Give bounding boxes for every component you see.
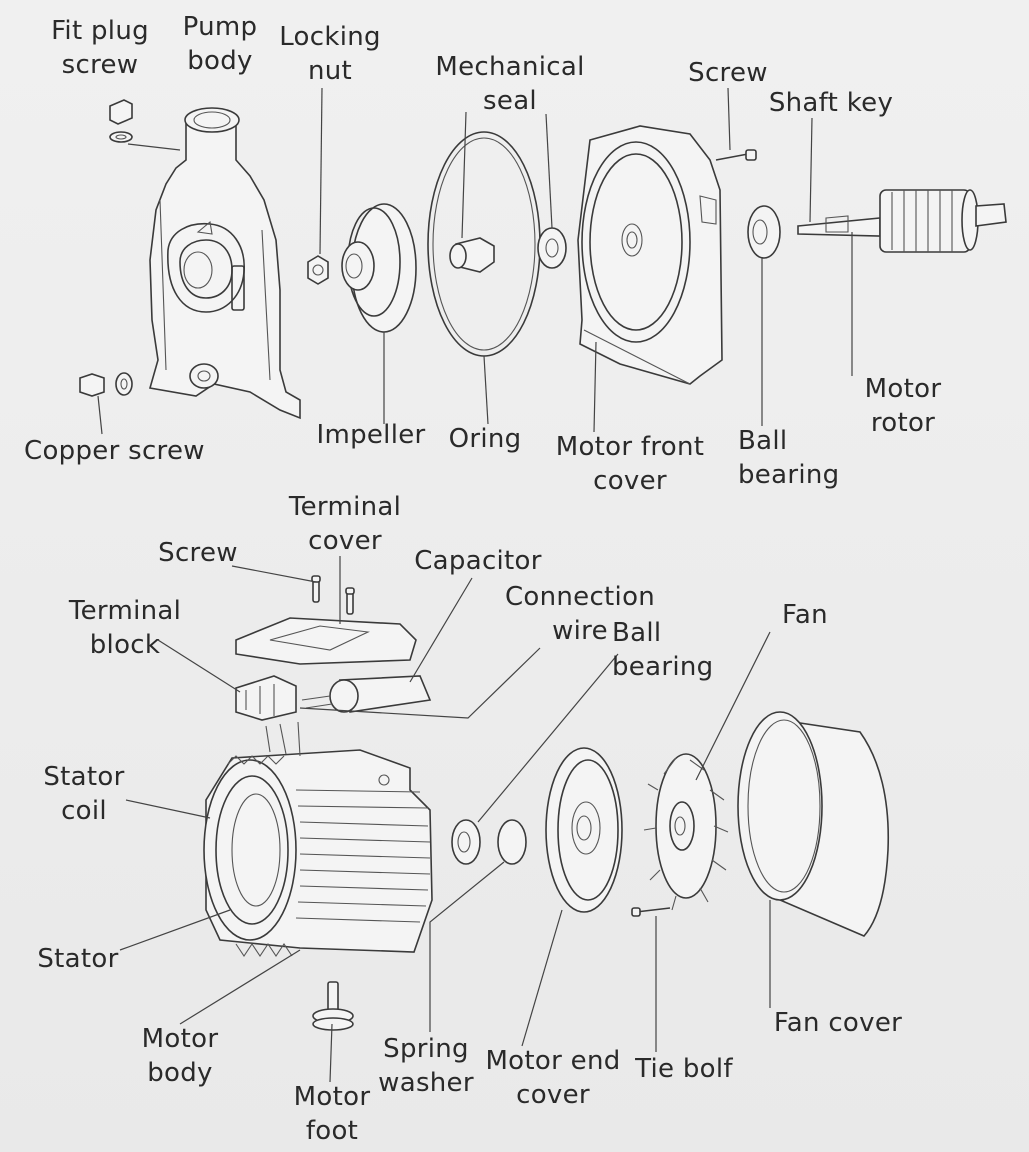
label-shaft-key: Shaft key: [768, 88, 894, 118]
tie-bolt-part: [631, 907, 671, 917]
label-capacitor: Capacitor: [414, 546, 542, 576]
label-fan-cover: Fan cover: [773, 1008, 903, 1038]
label-oring: Oring: [448, 424, 522, 454]
motor-foot-part: [312, 981, 354, 1031]
label-screw-bottom: Screw: [158, 538, 238, 568]
label-tie-bolt: Tie bolf: [635, 1054, 733, 1084]
copper-screw-part: [79, 372, 133, 397]
label-fan: Fan: [782, 600, 828, 630]
terminal-screws-part: [311, 575, 355, 615]
label-screw-top: Screw: [688, 58, 768, 88]
pump-body-part: [148, 107, 301, 420]
spring-washer-part: [497, 819, 527, 865]
impeller-part: [341, 203, 417, 333]
terminal-block-part: [235, 675, 297, 721]
terminal-cover-part: [235, 617, 417, 665]
label-copper-screw: Copper screw: [24, 436, 205, 466]
label-impeller: Impeller: [316, 420, 426, 450]
fit-plug-screw-part: [109, 99, 133, 143]
fan-cover-part: [737, 711, 890, 937]
motor-front-cover-part: [577, 125, 723, 385]
ball-bearing-bottom-part: [451, 819, 481, 865]
capacitor-part: [301, 675, 432, 713]
motor-rotor-part: [797, 189, 1007, 253]
mechanical-seal-part: [449, 227, 567, 273]
ball-bearing-top-part: [747, 205, 781, 259]
fan-part: [643, 753, 729, 911]
motor-end-cover-part: [545, 747, 623, 913]
locking-nut-part: [307, 255, 329, 285]
motor-body-part: [203, 721, 433, 957]
top-screw-part: [715, 149, 757, 161]
label-stator: Stator: [37, 944, 119, 974]
